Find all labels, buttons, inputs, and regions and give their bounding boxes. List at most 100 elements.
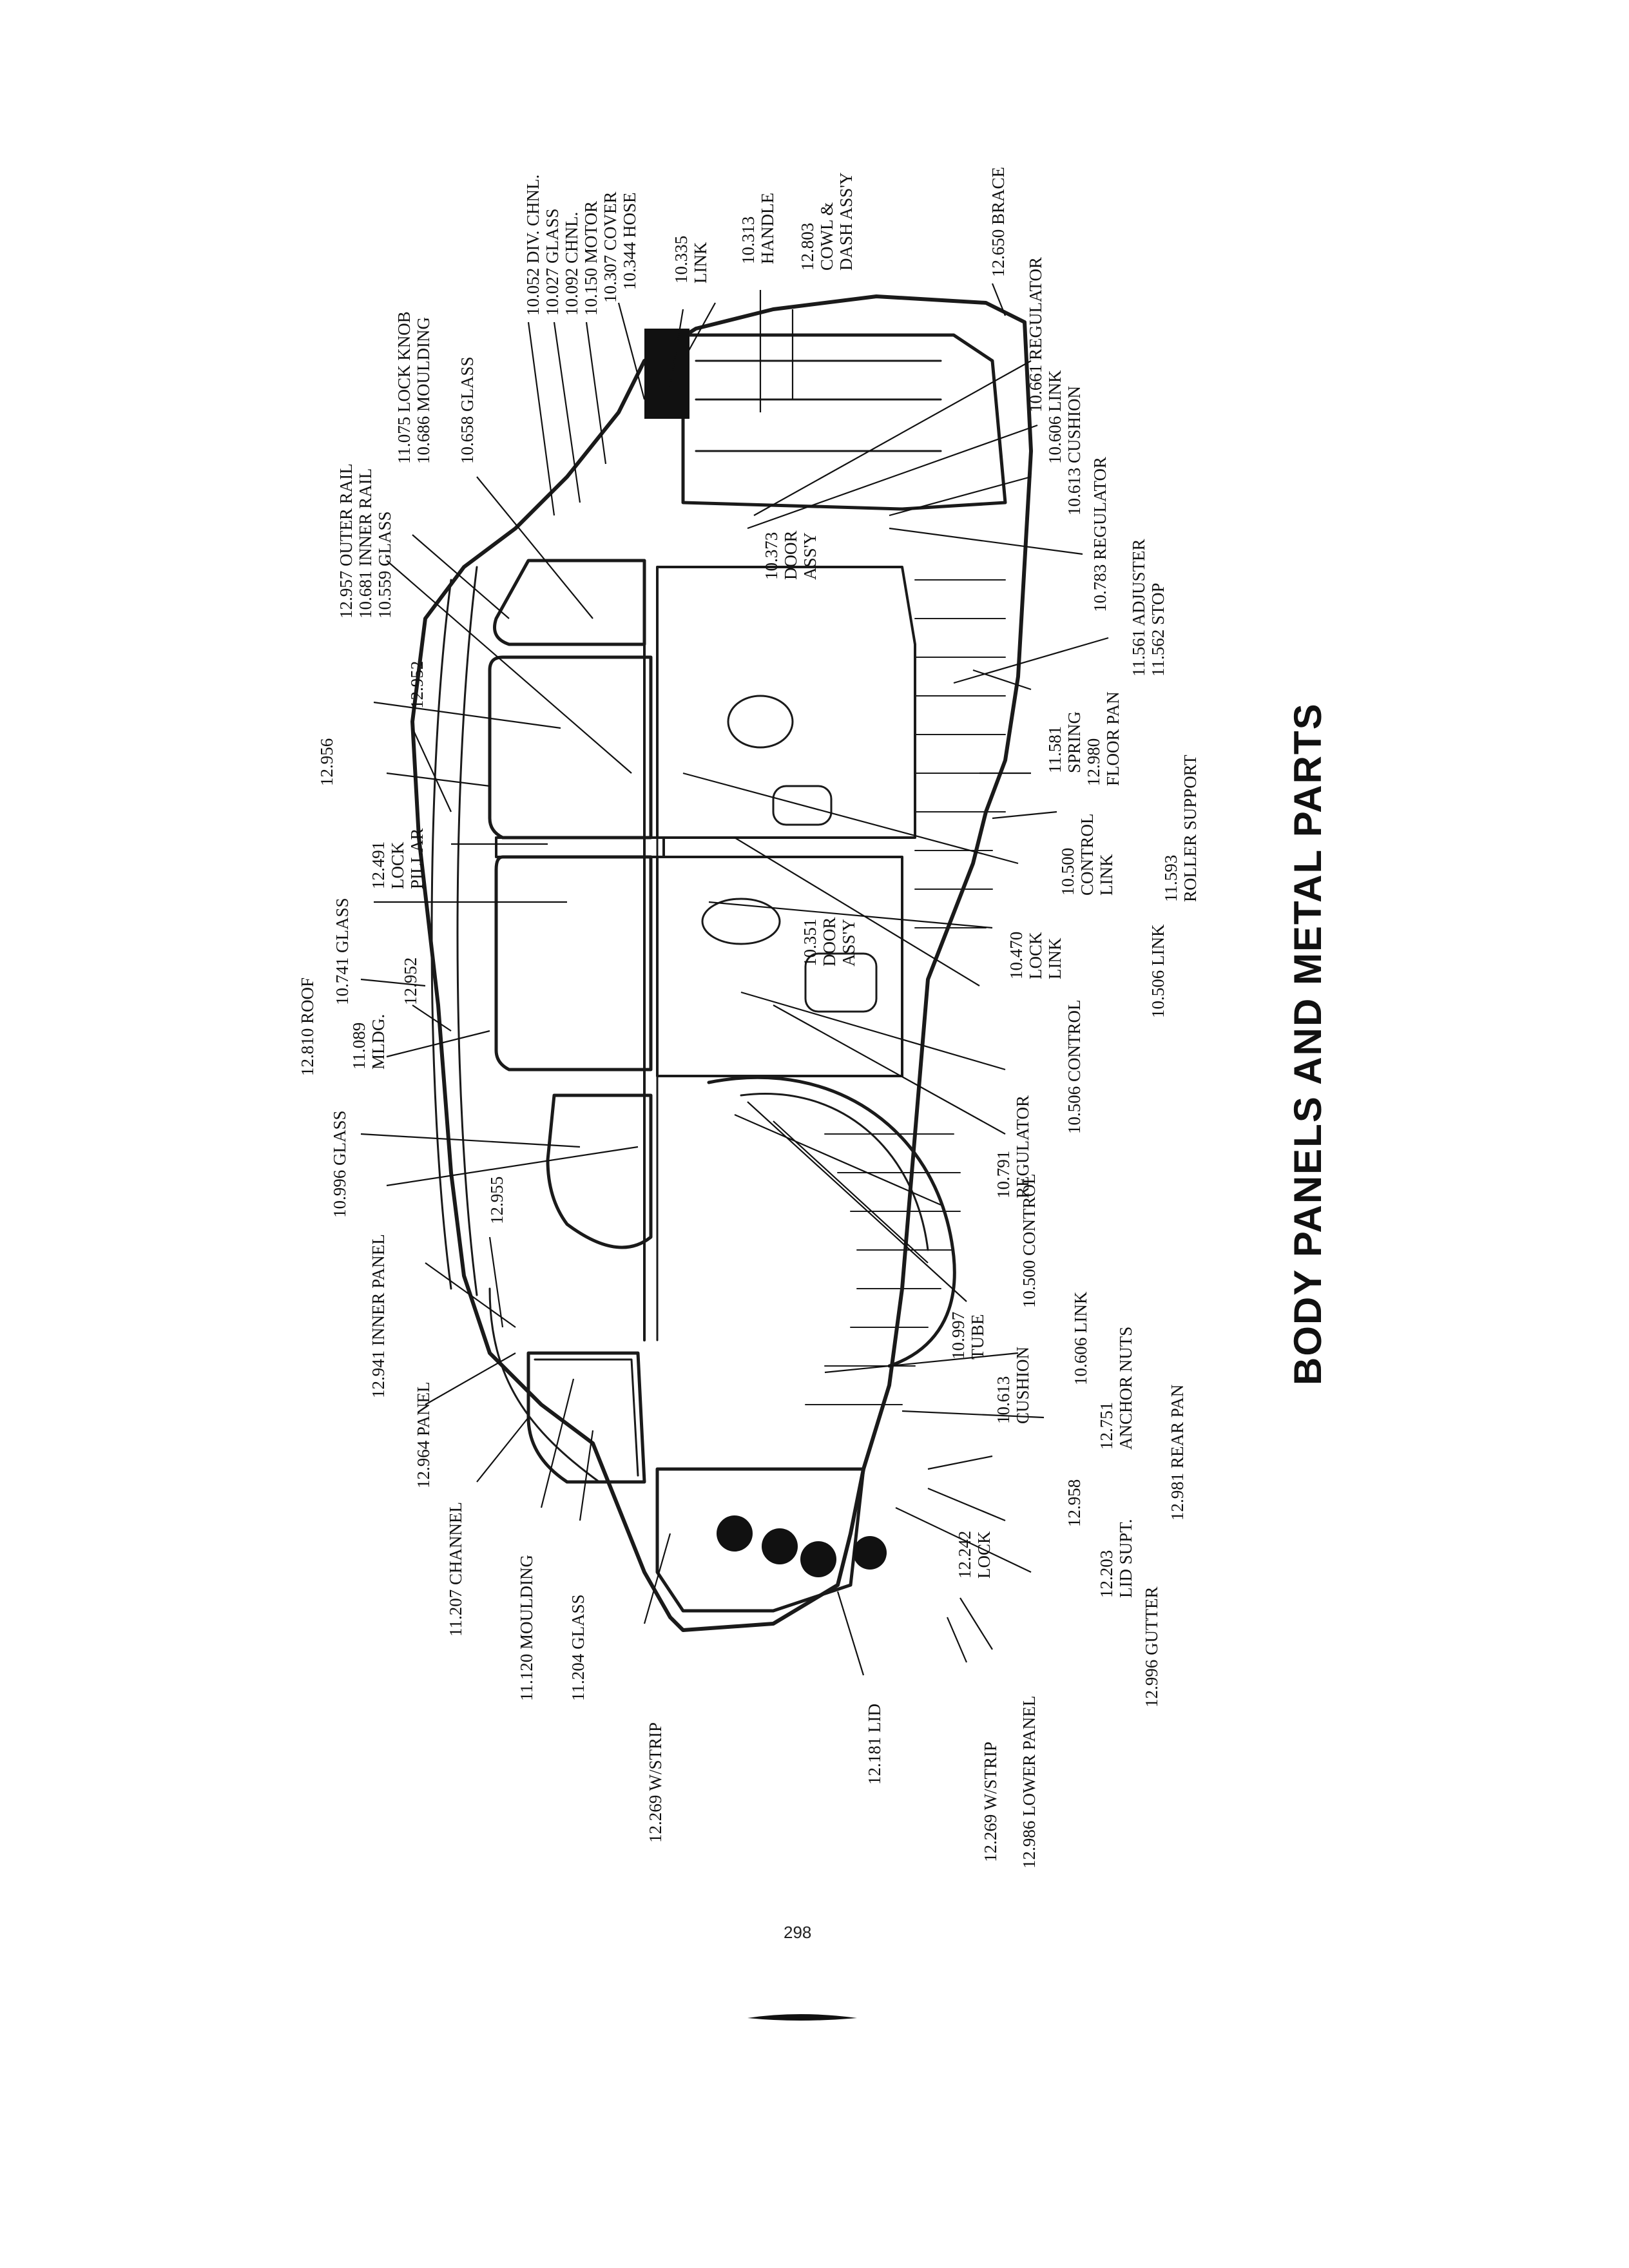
part-label: 10.470	[1007, 932, 1026, 979]
back-glass-moulding	[534, 1358, 639, 1477]
part-label: 10.092 CHNL.	[562, 212, 581, 316]
rear-door-10.373	[656, 566, 916, 839]
part-label: MLDG.	[369, 1014, 388, 1070]
part-label: COWL &	[817, 202, 836, 271]
part-label: LOCK	[974, 1531, 994, 1579]
part-label: 12.956	[317, 738, 336, 786]
roof-line-inner	[456, 566, 478, 1296]
part-label: 10.559 GLASS	[375, 511, 394, 619]
door-cutout	[727, 695, 794, 749]
part-label: LINK	[1045, 937, 1065, 979]
part-label: 10.613	[994, 1376, 1013, 1424]
part-label: 10.150 MOTOR	[581, 201, 601, 316]
lid-hole	[762, 1528, 798, 1564]
part-label: ROLLER SUPPORT	[1181, 754, 1200, 902]
part-label: ASS'Y	[839, 919, 858, 966]
part-label: 12.269 W/STRIP	[646, 1722, 665, 1843]
dash-detail	[695, 360, 942, 452]
front-door-10.351	[656, 856, 903, 1077]
part-labels: 12.650 BRACE 12.803 COWL & DASH ASS'Y 10…	[298, 167, 1200, 1869]
part-label: 12.981 REAR PAN	[1168, 1385, 1187, 1521]
quarter-glass-10.996	[546, 1093, 653, 1249]
lid-hole	[717, 1515, 753, 1552]
part-label: LID SUPT.	[1116, 1519, 1135, 1598]
part-label: 11.089	[349, 1023, 369, 1070]
rear-quarter-glass-10.658	[493, 559, 646, 646]
part-label: 10.052 DIV. CHNL.	[523, 175, 543, 316]
part-label: 10.613 CUSHION	[1065, 386, 1084, 515]
front-glass-10.741	[494, 855, 653, 1072]
part-label: 10.658 GLASS	[458, 356, 477, 464]
part-label: 11.562 STOP	[1148, 582, 1168, 677]
part-label: LOCK	[388, 841, 407, 889]
part-label: 10.996 GLASS	[330, 1110, 349, 1218]
part-label: 10.661 REGULATOR	[1026, 257, 1045, 412]
part-label: 12.952	[407, 661, 427, 709]
part-label: 12.957 OUTER RAIL	[336, 463, 356, 619]
part-label: 10.997	[949, 1312, 968, 1360]
rear-wheelhouse	[707, 1075, 956, 1368]
part-label: 10.681 INNER RAIL	[356, 468, 375, 619]
part-label: 11.120 MOULDING	[517, 1555, 536, 1701]
roof-line	[430, 579, 452, 1290]
part-label: SPRING	[1065, 711, 1084, 773]
part-label: 10.373	[762, 532, 781, 580]
part-label: 12.803	[798, 223, 817, 271]
part-label: 10.506 CONTROL	[1065, 1000, 1084, 1135]
part-label: 10.335	[671, 236, 691, 284]
part-label: FLOOR PAN	[1103, 691, 1123, 786]
part-label: DASH ASS'Y	[836, 172, 856, 271]
part-label: 10.307 COVER	[601, 191, 620, 303]
part-label: 12.181 LID	[865, 1704, 884, 1785]
part-label: LINK	[1097, 854, 1116, 896]
lock-pillar	[495, 836, 665, 858]
part-label: 12.751	[1097, 1402, 1116, 1450]
part-label: PILLAR	[407, 829, 427, 890]
part-label: 10.606 LINK	[1071, 1291, 1090, 1385]
part-label: 12.996 GUTTER	[1142, 1587, 1161, 1707]
part-label: 12.941 INNER PANEL	[369, 1234, 388, 1398]
back-glass-11.204	[526, 1351, 646, 1484]
part-label: 12.491	[369, 841, 388, 889]
part-label: 11.075 LOCK KNOB	[394, 311, 414, 464]
rear-quarter-panel	[488, 1287, 601, 1483]
part-label: 12.955	[487, 1177, 506, 1224]
part-label: 12.980	[1084, 738, 1103, 786]
part-label: CONTROL	[1077, 814, 1097, 896]
part-label: ASS'Y	[800, 532, 820, 580]
floor-pan-12.980	[914, 579, 1006, 928]
part-label: HANDLE	[758, 193, 777, 264]
part-label: ANCHOR NUTS	[1116, 1327, 1135, 1450]
part-label: 12.964 PANEL	[414, 1381, 433, 1488]
part-label: 12.952	[401, 957, 420, 1005]
part-label: 12.986 LOWER PANEL	[1019, 1696, 1039, 1869]
rear-wheelhouse-inner	[740, 1092, 929, 1251]
lid-hole	[800, 1541, 836, 1577]
part-label: 11.593	[1161, 855, 1181, 902]
lid-hole	[853, 1536, 887, 1570]
part-label: 10.686 MOULDING	[414, 317, 433, 464]
part-label: 10.783 REGULATOR	[1090, 457, 1110, 612]
car-body-drawing	[410, 294, 1033, 1632]
part-label: 12.269 W/STRIP	[981, 1742, 1000, 1862]
part-label: DOOR	[781, 530, 800, 580]
part-label: 10.344 HOSE	[620, 192, 639, 290]
part-label: 10.791	[994, 1151, 1013, 1198]
part-label: REGULATOR	[1013, 1095, 1032, 1198]
part-label: 12.958	[1065, 1479, 1084, 1527]
part-label: 10.606 LINK	[1045, 370, 1065, 464]
cowl-dash-assembly	[681, 333, 1007, 511]
part-label: DOOR	[820, 917, 839, 966]
deck-lid-12.181	[655, 1467, 865, 1613]
part-label: TUBE	[968, 1314, 987, 1360]
page-title: BODY PANELS AND METAL PARTS	[1286, 702, 1329, 1385]
page-rule	[747, 2014, 857, 2021]
part-label: 10.500	[1058, 848, 1077, 896]
part-label: 10.741 GLASS	[333, 898, 352, 1005]
door-cutout	[804, 952, 878, 1013]
part-label: 12.242	[955, 1531, 974, 1579]
part-label: 10.027 GLASS	[543, 208, 562, 316]
rear-pan-hatch	[805, 1133, 961, 1405]
part-label: 10.500 CONTROL	[1019, 1174, 1039, 1309]
